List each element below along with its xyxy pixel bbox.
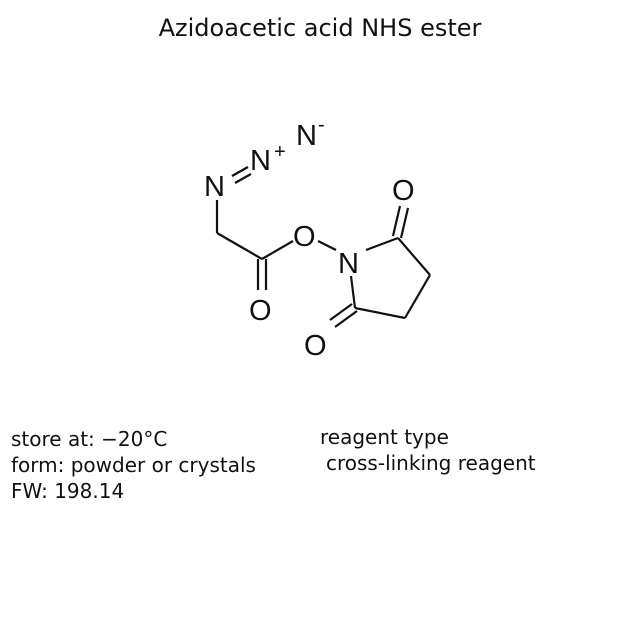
atom-n-succinimide: N bbox=[338, 248, 359, 280]
bonds bbox=[215, 166, 431, 328]
atom-n1: N bbox=[204, 171, 225, 203]
reagent-type-label: reagent type bbox=[320, 425, 449, 449]
atom-o-ester: O bbox=[293, 221, 316, 253]
atom-o-bottom: O bbox=[304, 330, 327, 362]
reagent-block: reagent type cross-linking reagent bbox=[320, 424, 536, 476]
storage-temperature: store at: −20°C bbox=[11, 427, 168, 451]
physical-form: form: powder or crystals bbox=[11, 453, 256, 477]
atom-n3: N bbox=[296, 120, 317, 152]
atom-o-carbonyl: O bbox=[249, 295, 272, 327]
atom-n2: N bbox=[250, 145, 271, 177]
reagent-type-value: cross-linking reagent bbox=[326, 451, 536, 475]
atom-o-top: O bbox=[392, 175, 415, 207]
compound-title: Azidoacetic acid NHS ester bbox=[158, 14, 482, 42]
atom-n3-charge: - bbox=[318, 114, 325, 136]
properties-block: store at: −20°C form: powder or crystals… bbox=[11, 426, 256, 504]
atom-n2-charge: + bbox=[274, 141, 286, 163]
formula-weight: FW: 198.14 bbox=[11, 479, 125, 503]
